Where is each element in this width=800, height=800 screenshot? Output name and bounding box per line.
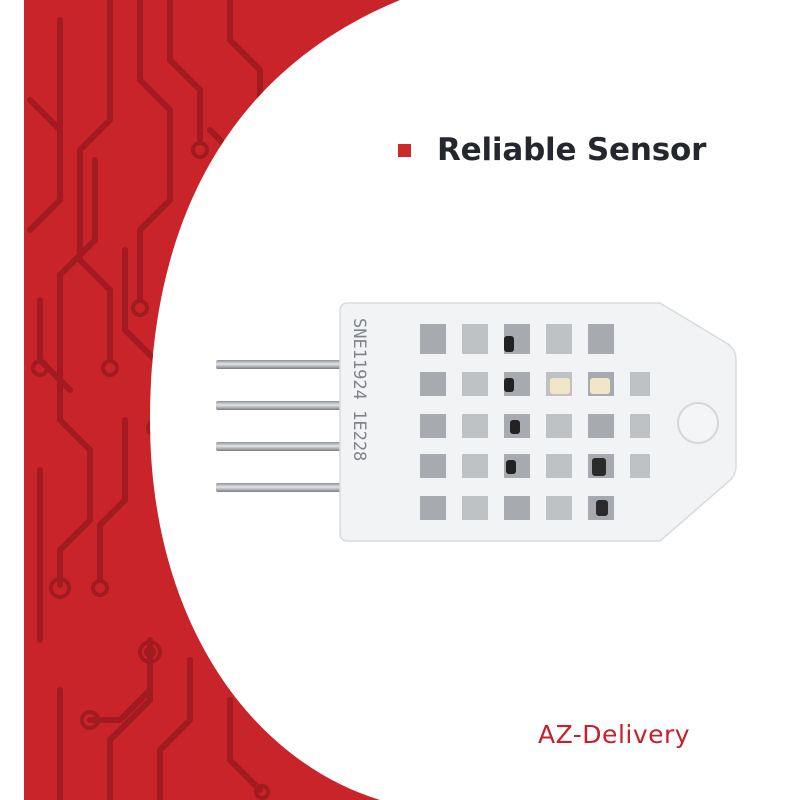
vent-slot [546, 414, 572, 438]
vent-grid [420, 324, 650, 520]
mounting-hole [677, 402, 719, 444]
vent-slot [546, 454, 572, 478]
sensor-housing [339, 302, 737, 542]
brand-name: AZ-Delivery [538, 719, 691, 749]
vent-slot [420, 496, 446, 520]
vent-slot [462, 414, 488, 438]
sensor-pin [216, 360, 344, 369]
vent-slot [420, 414, 446, 438]
vent-slot [630, 454, 650, 478]
internal-component [506, 460, 516, 474]
sensor-pins [216, 360, 344, 492]
left-margin [0, 0, 24, 800]
internal-component [504, 378, 514, 392]
vent-slot [504, 496, 530, 520]
vent-slot [462, 372, 488, 396]
vent-slot [546, 324, 572, 354]
internal-component [592, 458, 606, 476]
sensor-pin [216, 442, 344, 451]
vent-slot [420, 324, 446, 354]
vent-slot [462, 496, 488, 520]
vent-slot [630, 372, 650, 396]
sensor-pin [216, 483, 344, 492]
internal-component [510, 420, 520, 434]
internal-component [550, 378, 570, 394]
vent-slot [588, 324, 614, 354]
vent-slot [546, 496, 572, 520]
bullet-square-icon [398, 143, 411, 157]
red-circuit-panel [24, 0, 400, 800]
internal-component [596, 500, 608, 516]
vent-slot [630, 414, 650, 438]
sensor-part-label: SNE11924 1E228 [349, 318, 369, 461]
headline: Reliable Sensor [398, 128, 706, 172]
vent-slot [420, 454, 446, 478]
internal-component [590, 378, 610, 394]
headline-title: Reliable Sensor [437, 132, 707, 168]
sensor-pin [216, 401, 344, 410]
sensor-module: SNE11924 1E228 [339, 302, 737, 542]
vent-slot [420, 372, 446, 396]
brand-logo: AZ-Delivery [538, 714, 690, 754]
vent-slot [462, 324, 488, 354]
vent-slot [462, 454, 488, 478]
internal-component [504, 336, 514, 352]
vent-slot [588, 414, 614, 438]
